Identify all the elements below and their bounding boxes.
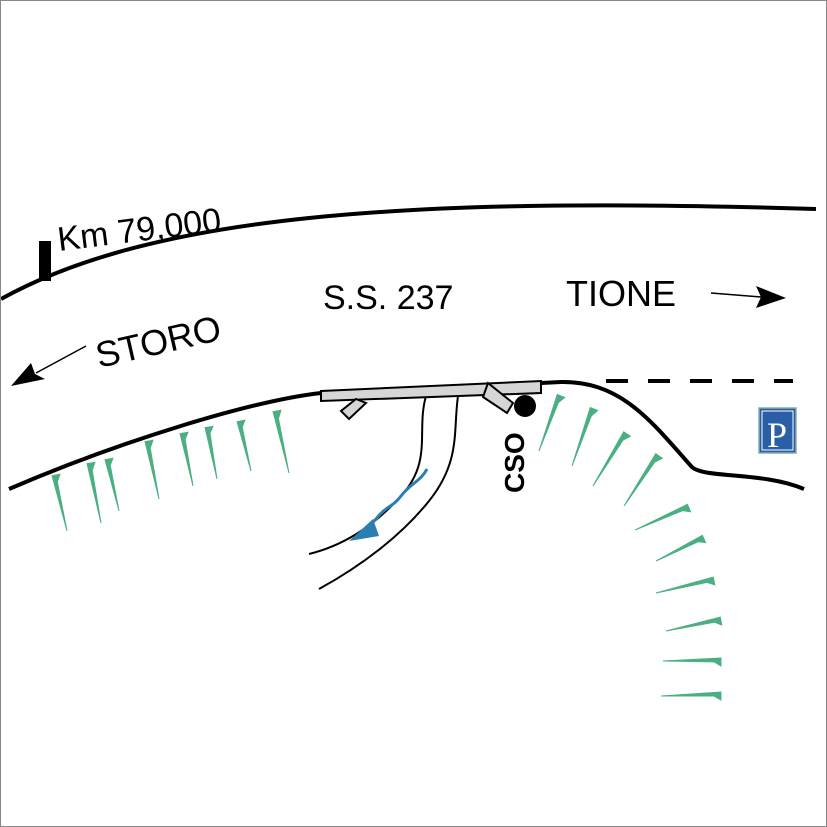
hachure-mark (86, 461, 102, 524)
hachure-mark (655, 576, 716, 594)
parking-sign: P (758, 407, 797, 455)
cso-label: CSO (499, 432, 530, 493)
destination-storo: STORO (92, 307, 225, 376)
slope-hachures (51, 393, 723, 701)
road-lower-edge (8, 379, 805, 491)
destination-tione: TIONE (566, 273, 676, 314)
hachure-mark (144, 439, 160, 500)
flow-direction-stream (364, 468, 429, 531)
road-upper-edge (1, 203, 817, 301)
hachure-mark (204, 425, 218, 480)
hachure-mark (662, 657, 722, 667)
arrow-right-icon (710, 286, 786, 308)
flow-arrow-icon (349, 519, 379, 541)
hachure-mark (179, 431, 194, 487)
hachure-mark (236, 419, 252, 472)
cso-point (514, 395, 536, 417)
hachure-mark (272, 409, 290, 474)
bridge (320, 379, 542, 421)
hachure-mark (538, 393, 566, 452)
hachure-mark (592, 431, 632, 487)
hachure-mark (655, 534, 707, 562)
hachure-mark (571, 406, 599, 467)
stream-bank-right (318, 395, 459, 590)
km-marker (39, 241, 51, 281)
km-label: Km 79,000 (55, 201, 223, 259)
arrow-left-icon (11, 345, 87, 386)
hachure-mark (104, 457, 120, 512)
hachure-mark (51, 473, 68, 532)
hachure-mark (665, 616, 723, 632)
hachure-mark (660, 691, 722, 701)
parking-label: P (767, 415, 787, 455)
hachure-mark (623, 452, 664, 507)
road-label: S.S. 237 (323, 279, 453, 317)
hachure-mark (634, 503, 692, 531)
